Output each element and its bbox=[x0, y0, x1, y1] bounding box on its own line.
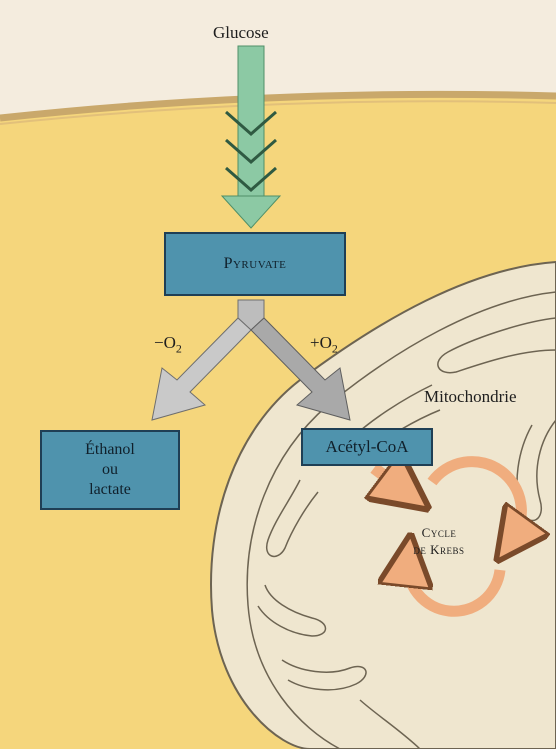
acetyl-coa-box: Acétyl-CoA bbox=[301, 428, 433, 466]
minus-o2-text: −O bbox=[154, 333, 176, 352]
ethanol-lactate-box: Éthanol ou lactate bbox=[40, 430, 180, 510]
krebs-line1: Cycle bbox=[404, 524, 474, 541]
plus-o2-label: +O2 bbox=[310, 334, 338, 355]
glucose-label: Glucose bbox=[213, 24, 269, 41]
mitochondrie-label: Mitochondrie bbox=[424, 388, 517, 405]
pyruvate-box: Pyruvate bbox=[164, 232, 346, 296]
plus-o2-text: +O bbox=[310, 333, 332, 352]
ethanol-line3: lactate bbox=[89, 480, 131, 500]
krebs-line2: de Krebs bbox=[404, 541, 474, 558]
krebs-cycle-label: Cycle de Krebs bbox=[404, 524, 474, 558]
pyruvate-label: Pyruvate bbox=[224, 255, 287, 273]
plus-o2-subscript: 2 bbox=[332, 341, 338, 355]
minus-o2-subscript: 2 bbox=[176, 341, 182, 355]
ethanol-line1: Éthanol bbox=[85, 440, 135, 460]
ethanol-line2: ou bbox=[102, 460, 118, 480]
acetyl-coa-label: Acétyl-CoA bbox=[325, 437, 408, 457]
minus-o2-label: −O2 bbox=[154, 334, 182, 355]
